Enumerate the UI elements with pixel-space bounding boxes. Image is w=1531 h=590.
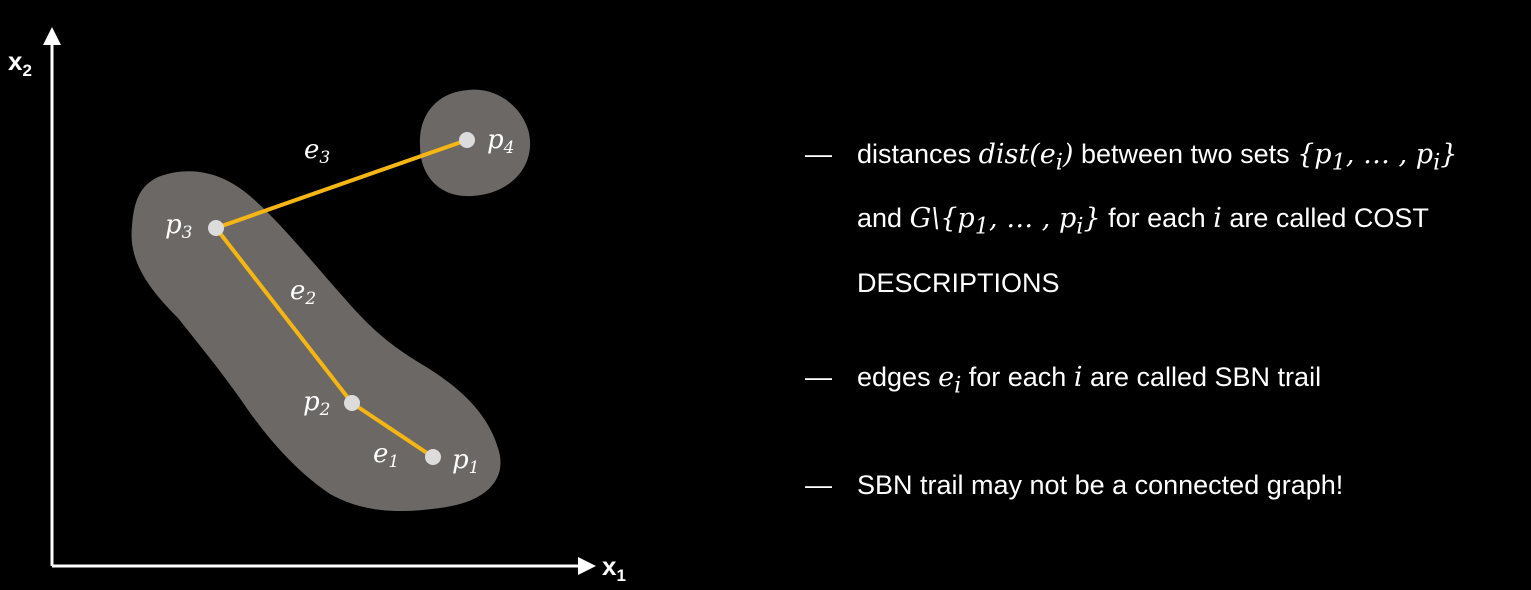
bullet-text: SBN trail may not be a connected graph! [857,470,1344,501]
edge-label-e3: e3 [304,135,330,168]
bullet-not-connected: — SBN trail may not be a connected graph… [805,457,1515,513]
cluster-blob-large [131,171,501,512]
bullet-sbn-trail: — edges ei for each i are called SBN tra… [805,349,1515,413]
x-axis-label: x1 [602,551,626,585]
point-p4 [459,132,475,148]
bullet-cost-descriptions: — distances dist(ei) between two sets {p… [805,126,1515,311]
x-axis-arrowhead [578,557,596,575]
point-label-p1: p1 [452,445,479,478]
bullet-text: distances dist(ei) between two sets {p1,… [857,139,1458,298]
edge-e2 [214,226,354,405]
y-axis-label: x2 [8,46,32,80]
y-axis-arrowhead [43,27,61,45]
edge-e3 [215,138,468,230]
point-label-p2: p2 [303,387,330,420]
diagram: x1 x2 p1 p2 p3 p4 e1 e2 e3 [8,27,626,585]
edge-label-e1: e1 [373,439,399,472]
edge-e1 [350,401,435,459]
bullet-dash: — [805,139,832,169]
bullet-text: edges ei for each i are called SBN trail [857,361,1322,399]
point-p3 [208,220,224,236]
cluster-blob-small [419,89,531,197]
bullet-dash: — [805,361,832,392]
bullet-list: — distances dist(ei) between two sets {p… [805,126,1515,513]
edge-label-e2: e2 [290,276,316,309]
point-p2 [344,395,360,411]
point-label-p4: p4 [487,125,514,158]
point-p1 [425,449,441,465]
bullet-dash: — [805,470,832,501]
point-label-p3: p3 [165,210,192,243]
